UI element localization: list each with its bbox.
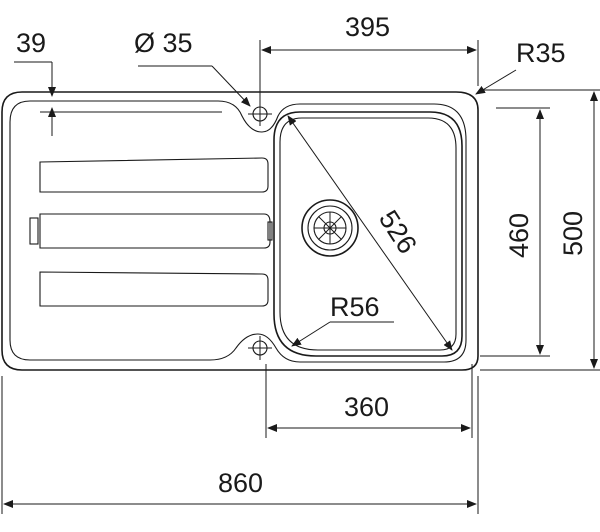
- drainer-groove-top: [39, 157, 269, 193]
- dimension-bowl-width-bottom: 360: [344, 392, 389, 422]
- dimension-lines: [1, 40, 600, 514]
- waste-drain: [301, 199, 359, 257]
- dimension-bowl-width-top: 395: [345, 12, 390, 42]
- dimension-corner-radius-outer: R35: [516, 38, 566, 68]
- drainer-groove-middle: [39, 213, 271, 249]
- dimension-tap-hole-diameter: Ø 35: [134, 28, 193, 58]
- sink-outer-rim: [1, 91, 479, 371]
- drainer-groove-end-cap: [267, 221, 273, 241]
- dimension-drainer-offset: 39: [16, 28, 46, 58]
- drainer-overflow-slot: [29, 217, 39, 245]
- dimension-bowl-diagonal: 526: [373, 205, 423, 259]
- dimension-bowl-depth: 460: [504, 213, 534, 258]
- tap-hole-bottom: [248, 336, 272, 360]
- drainer-groove-bottom: [39, 271, 269, 307]
- dimension-overall-depth: 500: [558, 211, 588, 256]
- drainer-inner-edge: [9, 100, 467, 363]
- dimension-overall-width: 860: [218, 468, 263, 498]
- bowl-outline: [273, 111, 463, 357]
- dimension-bowl-corner-radius: R56: [330, 292, 380, 322]
